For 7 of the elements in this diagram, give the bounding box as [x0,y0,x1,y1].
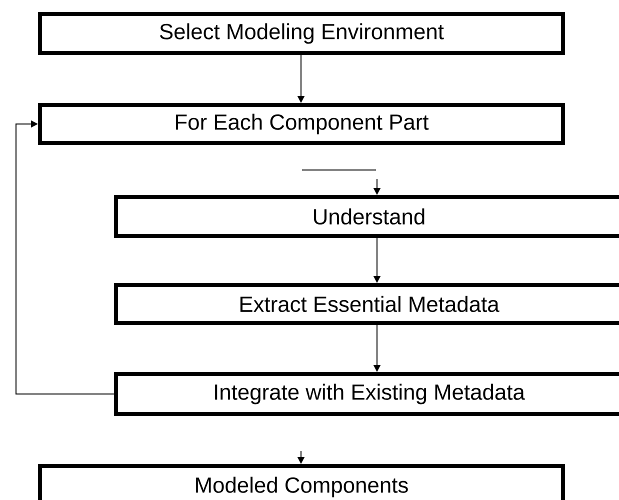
process-box: Understand [114,195,619,238]
process-box: Modeled Components [38,464,565,500]
process-box: For Each Component Part [38,103,565,145]
process-box: Integrate with Existing Metadata [114,372,619,416]
process-box: Select Modeling Environment [38,12,565,55]
process-box: Extract Essential Metadata [114,283,619,325]
arrow [16,120,114,394]
